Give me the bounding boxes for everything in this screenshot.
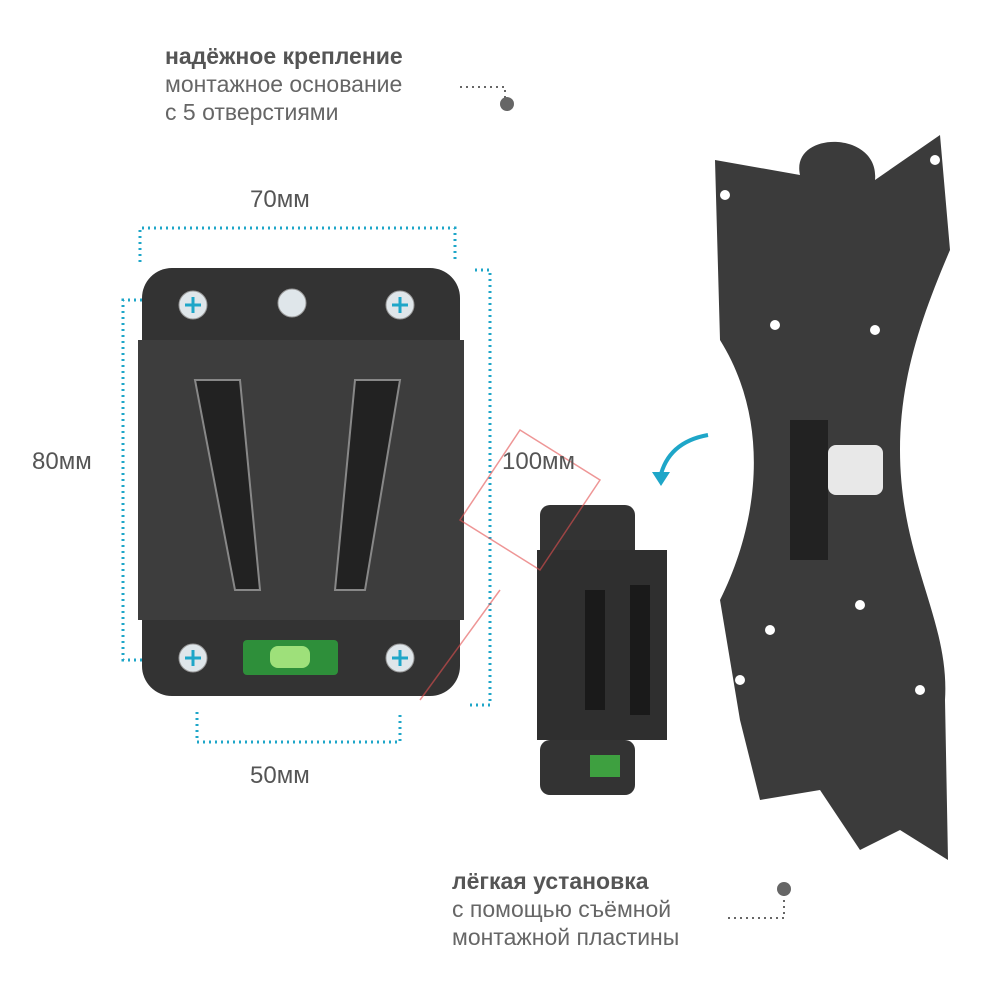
callout-bottom-line1: с помощью съёмной [452, 896, 672, 922]
callout-top-line1: монтажное основание [165, 71, 403, 97]
callout-dot-bottom [777, 882, 791, 896]
callout-dot-top [500, 97, 514, 111]
callout-bottom: лёгкая установка с помощью съёмной монта… [452, 867, 679, 951]
tv-plate [715, 135, 950, 860]
wall-plate [138, 268, 464, 696]
callout-bottom-line2: монтажной пластины [452, 924, 680, 950]
rotate-arrow-icon [658, 433, 709, 479]
callout-top-line2: с 5 отверстиями [165, 99, 339, 125]
callout-top-title: надёжное крепление [165, 43, 403, 69]
callout-bottom-title: лёгкая установка [452, 868, 649, 894]
small-bracket [537, 505, 667, 795]
dimension-height-right: 100мм [502, 448, 576, 475]
dimension-width-top: 70мм [250, 186, 310, 213]
dimension-height-left: 80мм [32, 448, 92, 475]
dimension-lines [121, 226, 492, 744]
callout-top: надёжное крепление монтажное основание с… [165, 42, 403, 126]
dimension-width-bottom: 50мм [250, 762, 310, 789]
watermark-logo [419, 428, 602, 701]
